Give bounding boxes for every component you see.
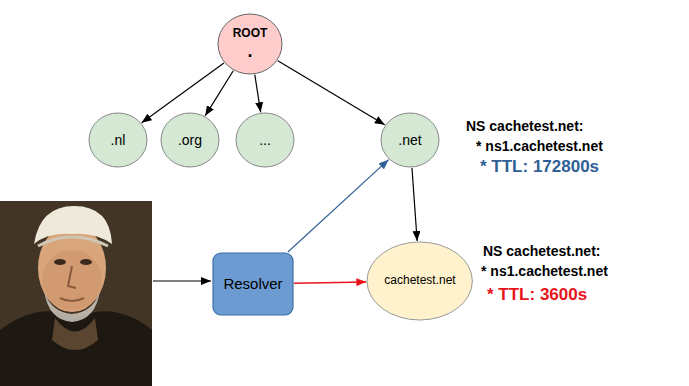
tld-circle: .net [380, 112, 440, 168]
root-circle: ROOT. [217, 13, 283, 75]
ns-record-label: * ns1.cachetest.net [481, 264, 608, 279]
connector-arrow [255, 75, 261, 113]
tld-circle-shape [236, 113, 294, 167]
tld-circle: ... [235, 112, 295, 168]
connector-arrow [278, 61, 385, 125]
ns-record-label: * ns1.cachetest.net [476, 139, 603, 154]
resolver-box-shape [213, 253, 293, 315]
node-text: .net [398, 132, 421, 148]
connector-group [142, 61, 417, 284]
node-text-group: ... [259, 132, 271, 148]
node-text: .nl [111, 132, 126, 148]
node-text: ROOT [233, 27, 268, 41]
node-text: .org [178, 132, 202, 148]
connector-arrow [205, 71, 233, 116]
node-text-group: .net [398, 132, 421, 148]
node-text-group: Resolver [223, 275, 282, 292]
ns-record-label: NS cachetest.net: [466, 119, 583, 134]
tld-circle-shape [161, 113, 219, 167]
ns-record-label: NS cachetest.net: [483, 244, 600, 259]
connector-arrow [288, 160, 389, 252]
zone-ellipse-shape [367, 242, 472, 320]
node-text-group: cachetest.net [384, 274, 455, 288]
tld-circle-shape [89, 113, 147, 167]
tld-circle: .org [160, 112, 220, 168]
ns-record-label: * TTL: 172800s [480, 158, 599, 177]
node-text-group: ROOT. [233, 27, 268, 61]
zone-ellipse: cachetest.net [366, 241, 473, 321]
tld-circle: .nl [88, 112, 148, 168]
node-text: ... [259, 132, 271, 148]
node-text: Resolver [223, 275, 282, 292]
node-text: . [247, 41, 252, 62]
resolver-box: Resolver [212, 252, 294, 316]
connector-arrow [412, 168, 417, 241]
root-circle-shape [218, 14, 282, 74]
node-text-group: .org [178, 132, 202, 148]
node-text-group: .nl [111, 132, 126, 148]
tld-circle-shape [381, 113, 439, 167]
user-arrow [153, 280, 211, 281]
ns-record-label: * TTL: 3600s [487, 286, 587, 305]
node-text: cachetest.net [384, 274, 455, 288]
portrait-illustration [0, 201, 152, 386]
connector-arrow [294, 282, 366, 283]
